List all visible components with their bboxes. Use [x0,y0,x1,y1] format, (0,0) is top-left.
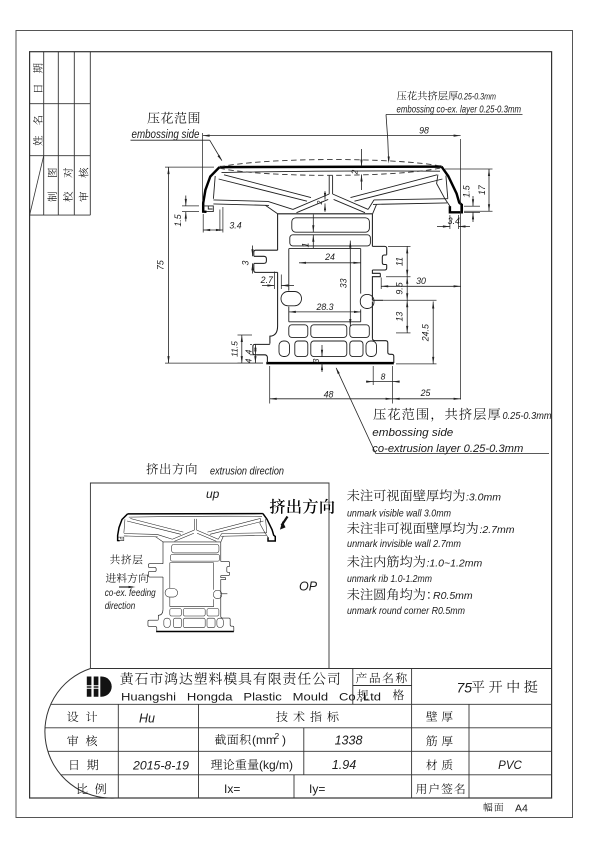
svg-text:13: 13 [395,312,405,322]
svg-text:unmark invisible wall 2.7mm: unmark invisible wall 2.7mm [347,538,461,550]
svg-text:24.5: 24.5 [421,324,431,342]
svg-text:unmark visible wall 3.0mm: unmark visible wall 3.0mm [347,508,451,520]
svg-text:(mm: (mm [252,733,276,747]
svg-text:Iy=: Iy= [309,782,325,796]
svg-text:0.25-0.3mm: 0.25-0.3mm [458,92,496,102]
svg-text:Huangshi Hongda Plastic: Huangshi Hongda Plastic Mould Co.,Ltd [121,692,381,704]
svg-text:2.7: 2.7 [260,275,274,285]
svg-text:30: 30 [416,276,426,286]
svg-text:2: 2 [275,731,280,741]
svg-text:2015-8-19: 2015-8-19 [132,758,189,772]
svg-text:4: 4 [244,349,254,354]
svg-text:11: 11 [395,257,405,266]
svg-text:(kg/m): (kg/m) [259,758,293,772]
svg-text:25: 25 [420,388,431,398]
svg-text:R0.5mm: R0.5mm [433,590,473,602]
svg-text:11.5: 11.5 [230,341,240,357]
svg-text:embossing side: embossing side [372,427,453,439]
svg-text:1.94: 1.94 [332,758,356,772]
svg-text:Ix=: Ix= [224,782,240,796]
svg-text:2: 2 [351,169,360,175]
svg-text::3.0mm: :3.0mm [466,491,501,503]
svg-text:co-extrusion layer 0.25-0.3mm: co-extrusion layer 0.25-0.3mm [372,443,523,455]
svg-text:3.4: 3.4 [448,216,460,226]
svg-text:unmark rib 1.0-1.2mm: unmark rib 1.0-1.2mm [347,573,432,585]
svg-text:embossing side: embossing side [132,129,200,141]
svg-text::2.7mm: :2.7mm [480,524,515,536]
svg-text:0.25-0.3mm: 0.25-0.3mm [503,410,552,422]
svg-text:2: 2 [317,200,324,205]
svg-text:OP: OP [299,580,318,594]
svg-text:75: 75 [457,679,473,695]
svg-text:3: 3 [311,358,321,363]
svg-text:3.4: 3.4 [229,220,241,230]
svg-text:A4: A4 [515,802,528,814]
svg-text:4: 4 [244,358,254,363]
svg-text:co-ex. feeding: co-ex. feeding [105,588,156,599]
svg-text:up: up [206,487,220,501]
svg-text:): ) [282,733,286,747]
svg-text:98: 98 [419,126,429,136]
svg-text:unmark round corner R0.5mm: unmark round corner R0.5mm [347,605,465,617]
svg-text::1.0~1.2mm: :1.0~1.2mm [427,557,483,569]
svg-text:1.5: 1.5 [173,214,183,226]
svg-text:embossing co-ex. layer 0.25-0.: embossing co-ex. layer 0.25-0.3mm [397,104,522,115]
svg-text:3: 3 [241,260,251,265]
svg-text:1338: 1338 [335,733,363,747]
svg-text:9.5: 9.5 [395,282,405,294]
svg-text:33: 33 [339,278,349,288]
svg-text:48: 48 [324,389,334,399]
svg-text:PVC: PVC [498,760,522,772]
svg-text:1: 1 [301,242,311,247]
svg-text:Hu: Hu [139,712,155,726]
svg-text:75: 75 [156,260,166,270]
svg-text:17: 17 [477,184,487,195]
svg-text:28.3: 28.3 [315,302,333,312]
svg-text:extrusion direction: extrusion direction [210,466,284,478]
svg-text:8: 8 [381,371,386,381]
svg-text:direction: direction [105,601,136,612]
svg-text:1.5: 1.5 [462,185,472,197]
svg-text:24: 24 [324,252,335,262]
